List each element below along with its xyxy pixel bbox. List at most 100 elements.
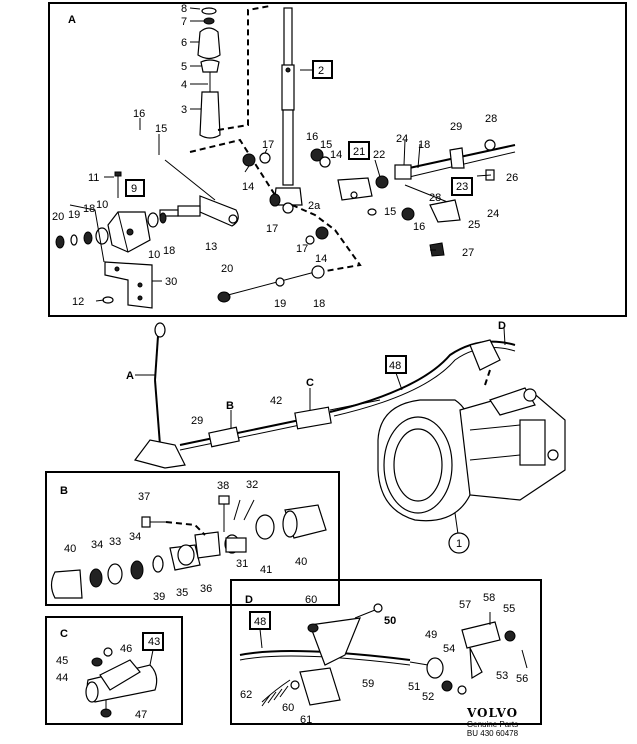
callout-a-n18c: 18 — [418, 139, 430, 151]
callout-b-n40b: 40 — [295, 556, 307, 568]
label-section-a: A — [68, 14, 76, 26]
shift-cable-b — [179, 388, 381, 451]
callout-a-n17c: 17 — [296, 243, 308, 255]
callout-a-n3: 3 — [181, 104, 187, 116]
callout-a-n15c: 15 — [384, 206, 396, 218]
callout-a-n16a: 16 — [133, 108, 145, 120]
callout-d-n56: 56 — [516, 673, 528, 685]
frame-a — [48, 2, 627, 317]
mount-bracket — [107, 211, 151, 253]
callout-a-n18d: 18 — [313, 298, 325, 310]
dash-link-3 — [291, 204, 362, 273]
callout-a-n4: 4 — [181, 79, 187, 91]
callout-d-n58: 58 — [483, 592, 495, 604]
callout-a-n18a: 18 — [83, 203, 95, 215]
dash-link-2 — [189, 138, 276, 196]
callout-b-n41: 41 — [260, 564, 272, 576]
callout-b-n40a: 40 — [64, 543, 76, 555]
callout-d-n49: 49 — [425, 629, 437, 641]
callout-d-n48: 48 — [254, 616, 266, 628]
callout-mid-n42: 42 — [270, 395, 282, 407]
callout-box-21 — [348, 141, 370, 160]
callout-mid-n1: 1 — [456, 538, 462, 550]
callout-c-n46: 46 — [120, 643, 132, 655]
callout-a-n25: 25 — [468, 219, 480, 231]
callout-a-n8: 8 — [181, 3, 187, 15]
callout-b-n31: 31 — [236, 558, 248, 570]
lower-link-rod — [217, 265, 325, 303]
callout-d-n62: 62 — [240, 689, 252, 701]
callout-a-n2: 2 — [318, 65, 324, 77]
callout-d-n55: 55 — [503, 603, 515, 615]
callout-b-n34b: 34 — [129, 531, 141, 543]
callout-a-n19b: 19 — [274, 298, 286, 310]
callout-a-n16c: 16 — [413, 221, 425, 233]
label-section-d: D — [245, 594, 253, 606]
callout-b-n36: 36 — [200, 583, 212, 595]
callout-b-n37: 37 — [138, 491, 150, 503]
frame-c — [45, 616, 183, 725]
callout-a-n20a: 20 — [52, 211, 64, 223]
callout-box-2 — [312, 60, 333, 79]
callout-c-n43: 43 — [148, 636, 160, 648]
callout-b-n34a: 34 — [91, 539, 103, 551]
callout-a-n9: 9 — [131, 183, 137, 195]
callout-b-n38: 38 — [217, 480, 229, 492]
callout-circle-1 — [448, 532, 470, 554]
callout-b-n39: 39 — [153, 591, 165, 603]
callout-a-n15b: 15 — [320, 139, 332, 151]
callout-labels: 8 7 6 5 4 3 2 16 15 11 9 20 19 18 10 10 … — [52, 3, 528, 726]
callout-mid-n48: 48 — [389, 360, 401, 372]
callout-a-n13: 13 — [205, 241, 217, 253]
callout-a-n23: 23 — [456, 181, 468, 193]
gear-lever-mid — [133, 322, 186, 469]
callout-c-n45: 45 — [56, 655, 68, 667]
screw-11 — [114, 171, 122, 198]
callout-a-n16b: 16 — [306, 131, 318, 143]
callout-b-n35: 35 — [176, 587, 188, 599]
leaders-a — [95, 7, 492, 302]
label-section-b: B — [60, 485, 68, 497]
callout-a-n5: 5 — [181, 61, 187, 73]
callout-a-n2a: 2a — [308, 200, 321, 212]
callout-d-n60b: 60 — [282, 702, 294, 714]
callout-a-n27: 27 — [462, 247, 474, 259]
callout-mid-n29: 29 — [191, 415, 203, 427]
cable-bracket-assembly-d — [239, 603, 528, 707]
callout-a-n18b: 18 — [163, 245, 175, 257]
bushing-group-center — [242, 148, 331, 245]
callout-a-n14a: 14 — [242, 181, 254, 193]
callout-d-n53: 53 — [496, 670, 508, 682]
callout-b-n32: 32 — [246, 479, 258, 491]
washer-stack-left — [55, 212, 167, 249]
cable-bracket-d — [469, 327, 506, 386]
cable-clamp-c — [85, 647, 158, 718]
label-section-c: C — [60, 628, 68, 640]
callout-a-n12: 12 — [72, 296, 84, 308]
callout-a-n10a: 10 — [96, 199, 108, 211]
frame-d — [230, 579, 542, 725]
callout-a-n29: 29 — [450, 121, 462, 133]
callout-d-n61: 61 — [300, 714, 312, 726]
selector-housing — [337, 177, 373, 201]
callout-a-n26: 26 — [506, 172, 518, 184]
callout-a-n24b: 24 — [487, 208, 499, 220]
selector-lever — [159, 159, 239, 227]
callout-a-n22: 22 — [373, 149, 385, 161]
callout-b-n33: 33 — [109, 536, 121, 548]
callout-a-n10b: 10 — [148, 249, 160, 261]
footer-line-2: BU 430 60478 — [466, 729, 519, 738]
callout-d-n57: 57 — [459, 599, 471, 611]
callout-d-n59: 59 — [362, 678, 374, 690]
plate-30 — [102, 261, 153, 309]
gear-lever-column — [273, 7, 303, 214]
callout-mid-b: B — [226, 400, 234, 412]
footer-brand-block: VOLVO Genuine Parts BU 430 60478 — [455, 706, 530, 738]
callout-a-n11: 11 — [88, 172, 99, 184]
callout-a-n14c: 14 — [315, 253, 327, 265]
callout-d-n54: 54 — [443, 643, 455, 655]
callout-a-n17a: 17 — [262, 139, 274, 151]
frame-b — [45, 471, 340, 606]
callout-a-n15a: 15 — [155, 123, 167, 135]
